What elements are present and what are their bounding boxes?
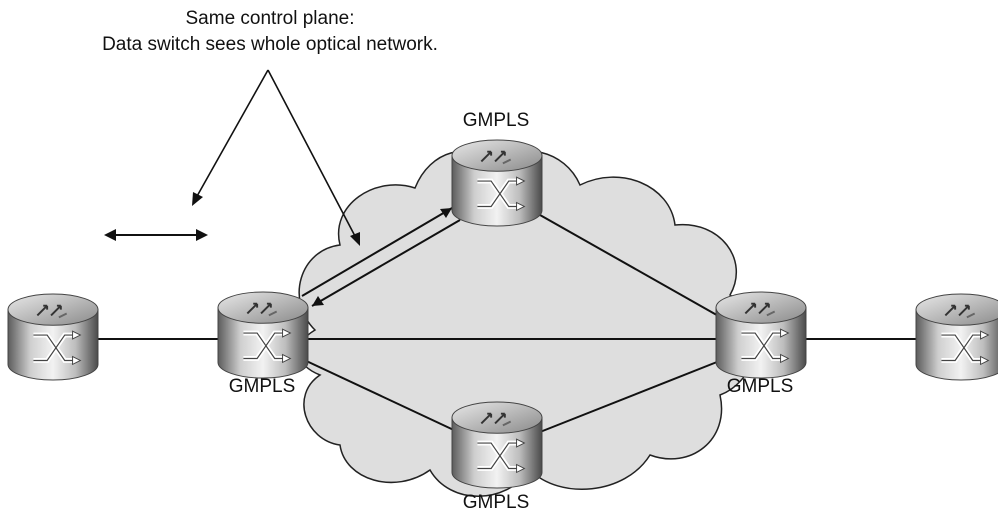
gmpls-left-label: GMPLS [228, 376, 296, 397]
network-links [96, 214, 920, 433]
control-plane-arrows [301, 207, 461, 307]
router-edge-left-icon [8, 294, 98, 380]
annotation-pointers [192, 69, 360, 246]
data-switch-arrow [104, 229, 208, 241]
router-gmpls-right-icon [716, 292, 806, 378]
router-edge-right-icon [916, 294, 998, 380]
router-gmpls-top-icon [452, 140, 542, 226]
gmpls-bottom-label: GMPLS [462, 492, 530, 513]
gmpls-right-label: GMPLS [726, 376, 794, 397]
router-gmpls-bottom-icon [452, 402, 542, 488]
gmpls-top-label: GMPLS [462, 110, 530, 131]
router-gmpls-left-icon [218, 292, 308, 378]
link-gmpls-bottom-gmpls-right [539, 359, 723, 433]
annotation-text: Same control plane: Data switch sees who… [0, 6, 540, 58]
link-gmpls-left-gmpls-bottom [299, 357, 459, 433]
link-gmpls-top-gmpls-right [539, 214, 723, 319]
annotation-line-2: Data switch sees whole optical network. [102, 34, 438, 55]
annotation-line-1: Same control plane: [185, 8, 355, 29]
